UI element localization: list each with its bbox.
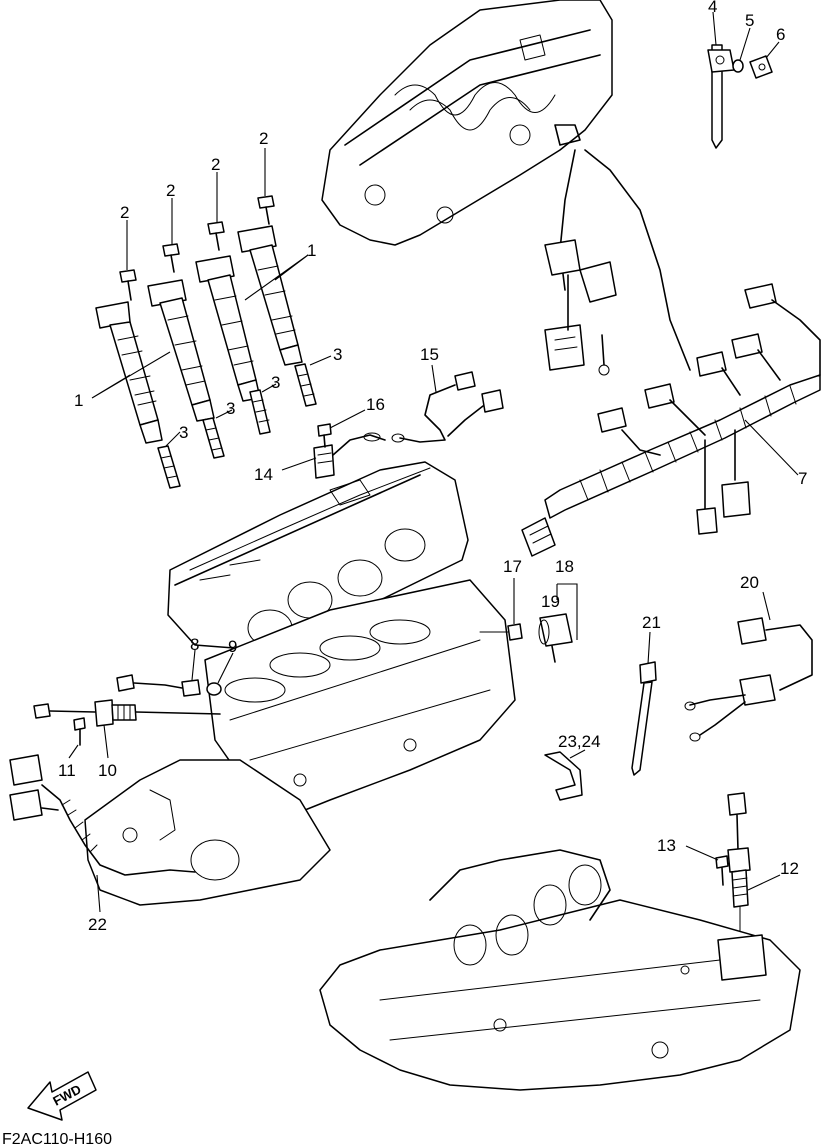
bolt-11	[73, 717, 86, 746]
callout-16: 16	[366, 395, 385, 414]
wire-harness-7	[521, 149, 821, 557]
bolt-2-c	[207, 221, 225, 251]
bolt-2-d	[257, 195, 275, 225]
callout-2-c: 2	[211, 155, 220, 174]
callout-17: 17	[503, 557, 522, 576]
callout-20: 20	[740, 573, 759, 592]
callout-7: 7	[798, 469, 807, 488]
callout-23-24: 23,24	[558, 732, 601, 751]
callout-3-a: 3	[333, 345, 342, 364]
sensor-12	[727, 792, 751, 941]
cable-tie-21	[631, 661, 657, 776]
sensor-8	[116, 674, 201, 697]
callout-12: 12	[780, 859, 799, 878]
leader-lines	[68, 11, 799, 913]
washer-5	[732, 59, 744, 73]
ignition-coil-3	[195, 255, 261, 402]
ignition-coil-2	[147, 279, 215, 422]
callout-11: 11	[58, 761, 76, 780]
callout-4: 4	[708, 0, 717, 16]
bolt-6	[749, 55, 773, 79]
callout-1-upper: 1	[307, 241, 316, 260]
bolt-2-b	[162, 243, 180, 273]
sensor-10	[33, 699, 221, 727]
callout-3-c: 3	[226, 399, 235, 418]
spark-plug-3-c	[249, 389, 271, 435]
cable-tie-clamp-4	[707, 44, 735, 149]
callout-19: 19	[541, 592, 560, 611]
callout-15: 15	[420, 345, 439, 364]
callout-22: 22	[88, 915, 107, 934]
gasket-9	[206, 682, 222, 696]
callout-5: 5	[745, 11, 754, 30]
bolt-16	[317, 423, 332, 448]
ignition-coil-1	[95, 301, 163, 444]
spark-plug-3-d	[294, 363, 317, 407]
callout-9: 9	[228, 637, 237, 656]
spark-plug-3-b	[202, 417, 225, 459]
callout-3-b: 3	[271, 373, 280, 392]
exhaust-manifold	[319, 849, 801, 1091]
bolt-2-a	[119, 269, 137, 301]
callout-1-lower: 1	[74, 391, 83, 410]
sensor-14	[313, 432, 386, 479]
switch-17	[479, 623, 523, 641]
airbox-assembly	[321, 0, 613, 246]
callout-13: 13	[657, 836, 676, 855]
sensor-18	[538, 613, 573, 663]
callout-18: 18	[555, 557, 574, 576]
clamp-23-24	[544, 751, 583, 801]
callout-8: 8	[190, 635, 199, 654]
callout-labels: 1 1 2 2 2 2 3 3 3 3 4 5 6 7 8 9 10 11 12…	[58, 0, 807, 934]
callout-2-d: 2	[259, 129, 268, 148]
callout-3-d: 3	[179, 423, 188, 442]
forward-arrow-icon: FWD	[27, 1071, 97, 1121]
callout-14: 14	[254, 465, 273, 484]
sub-harness-22	[9, 754, 196, 876]
callout-6: 6	[776, 25, 785, 44]
callout-2-a: 2	[120, 203, 129, 222]
sensor-lead-15	[391, 371, 504, 443]
spark-plug-3-a	[157, 445, 181, 489]
diagram-code: F2AC110-H160	[2, 1131, 112, 1147]
sensor-lead-20	[684, 617, 813, 742]
callout-21: 21	[642, 613, 661, 632]
callout-10: 10	[98, 761, 117, 780]
ignition-coil-4	[237, 225, 303, 366]
callout-2-b: 2	[166, 181, 175, 200]
bolt-13	[715, 855, 729, 886]
crankcase	[84, 759, 331, 906]
